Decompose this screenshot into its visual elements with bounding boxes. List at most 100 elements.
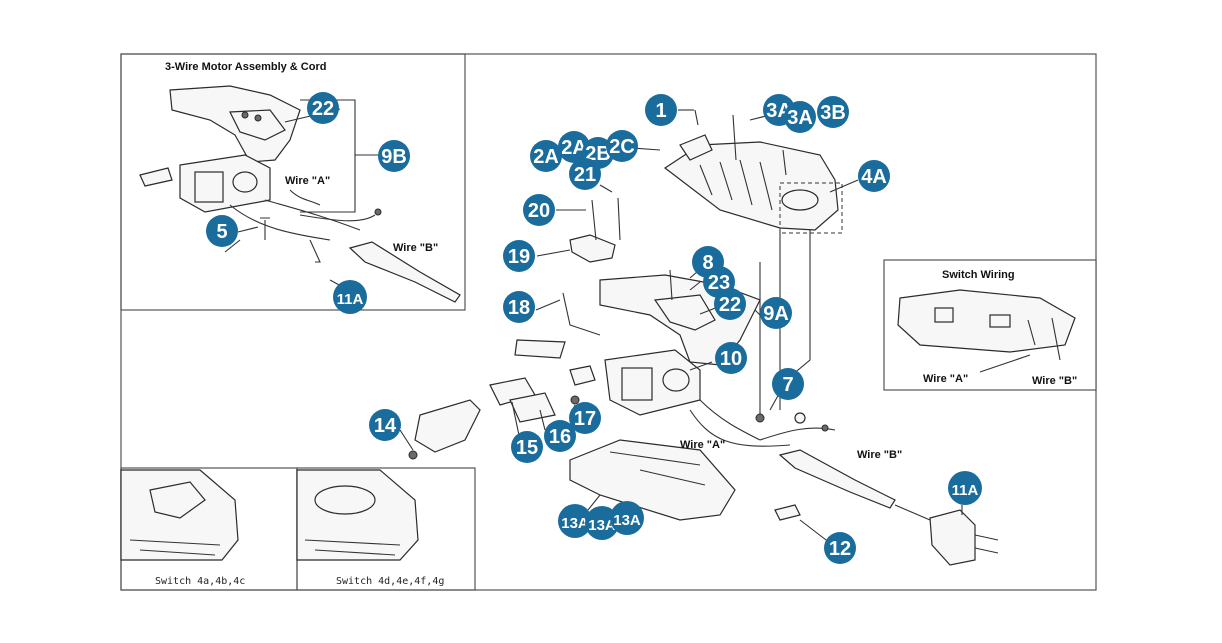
callout-9a: 9A <box>760 297 792 329</box>
callout-label: 3A <box>787 107 813 129</box>
callout-badge <box>569 402 601 434</box>
screw-14 <box>408 450 418 460</box>
callout-label: 13A <box>561 515 589 532</box>
callout-11a: 11A <box>333 280 367 314</box>
callout-4a: 4A <box>858 160 890 192</box>
callout-22: 22 <box>307 92 339 124</box>
callout-label: 2A <box>561 137 587 159</box>
callout-badge <box>948 471 982 505</box>
switch-wire-b-label: Wire "B" <box>1032 375 1077 387</box>
callout-5: 5 <box>206 215 238 247</box>
motor-base <box>569 439 736 521</box>
callout-label: 9B <box>381 146 407 168</box>
callout-badge <box>503 291 535 323</box>
cover-clip <box>679 134 713 161</box>
callout-label: 5 <box>216 221 227 243</box>
switch-detail-box <box>779 182 843 234</box>
wire-a-label: Wire "A" <box>680 439 725 451</box>
screw-17 <box>570 395 580 405</box>
callout-label: 13A <box>613 512 641 529</box>
power-plug <box>929 509 976 566</box>
callout-11a: 11A <box>948 471 982 505</box>
callout-badge <box>569 158 601 190</box>
callout-badge <box>858 160 890 192</box>
callout-label: 18 <box>508 297 530 319</box>
callout-label: 1 <box>655 100 666 122</box>
callout-22: 22 <box>714 288 746 320</box>
callout-label: 20 <box>528 200 550 222</box>
callout-badge <box>817 96 849 128</box>
callout-badge <box>333 280 367 314</box>
callout-label: 13A <box>588 517 616 534</box>
callout-label: 3B <box>820 102 846 124</box>
inset-motor-bracket <box>169 85 301 163</box>
callout-2a: 2A <box>558 131 590 163</box>
switch-plate-assembly <box>408 377 580 460</box>
callout-13a: 13A <box>610 501 644 535</box>
inset-motor-assembly: Wire "A" Wire "B" <box>139 85 461 303</box>
callout-badge <box>523 194 555 226</box>
callout-label: 11A <box>952 482 979 499</box>
callout-16: 16 <box>544 420 576 452</box>
callout-label: 8 <box>702 252 713 274</box>
motor-bracket-top <box>653 294 716 331</box>
cord-clip-12 <box>774 504 801 521</box>
callout-label: 4A <box>861 166 887 188</box>
callout-label: 21 <box>574 164 596 186</box>
callout-label: 2A <box>533 146 559 168</box>
callout-label: 14 <box>374 415 397 437</box>
callout-9b: 9B <box>378 140 410 172</box>
callout-badge <box>530 140 562 172</box>
switch-wiring-title: Switch Wiring <box>942 269 1015 281</box>
motor-cover <box>663 109 843 234</box>
wire-b-label: Wire "B" <box>857 449 902 461</box>
callout-21: 21 <box>569 158 601 190</box>
motor-assembly-panel <box>120 53 466 311</box>
switch-wire-a-label: Wire "A" <box>923 373 968 385</box>
inset-wire-a-label: Wire "A" <box>285 175 330 187</box>
callout-badge <box>772 368 804 400</box>
switch-4abc-view <box>120 469 239 561</box>
main-wiring: Wire "A" Wire "B" <box>680 230 999 566</box>
callout-3b: 3B <box>817 96 849 128</box>
callout-label: 22 <box>312 98 334 120</box>
power-cord-11a <box>778 449 896 509</box>
callout-label: 17 <box>574 408 596 430</box>
callout-label: 10 <box>720 348 742 370</box>
callout-label: 7 <box>782 374 793 396</box>
callout-10: 10 <box>715 342 747 374</box>
callout-badge <box>610 501 644 535</box>
callout-label: 12 <box>829 538 851 560</box>
switch-4defg-caption: Switch 4d,4e,4f,4g <box>336 576 444 587</box>
callout-2a: 2A <box>530 140 562 172</box>
motor-coil <box>514 339 701 416</box>
callout-15: 15 <box>511 431 543 463</box>
callout-badge <box>760 297 792 329</box>
switch-plate-14 <box>414 399 481 453</box>
callout-12: 12 <box>824 532 856 564</box>
callout-label: 11A <box>337 291 364 308</box>
callout-1: 1 <box>645 94 677 126</box>
callout-badge <box>558 131 590 163</box>
callout-label: 16 <box>549 426 571 448</box>
terminal-plate <box>569 365 596 386</box>
callout-badge <box>503 240 535 272</box>
callout-7: 7 <box>772 368 804 400</box>
cover-bracket-19 <box>569 234 616 263</box>
callout-20: 20 <box>523 194 555 226</box>
callout-label: 15 <box>516 437 538 459</box>
callout-badge <box>558 504 592 538</box>
switch-housing <box>897 289 1076 353</box>
callout-badge <box>511 431 543 463</box>
callout-badge <box>307 92 339 124</box>
callout-14: 14 <box>369 409 401 441</box>
switch-4abc-caption: Switch 4a,4b,4c <box>155 576 245 587</box>
callout-badge <box>714 288 746 320</box>
bracket-plate <box>569 197 621 263</box>
callout-badge <box>378 140 410 172</box>
callout-badge <box>369 409 401 441</box>
callout-17: 17 <box>569 402 601 434</box>
callout-badge <box>824 532 856 564</box>
callout-19: 19 <box>503 240 535 272</box>
